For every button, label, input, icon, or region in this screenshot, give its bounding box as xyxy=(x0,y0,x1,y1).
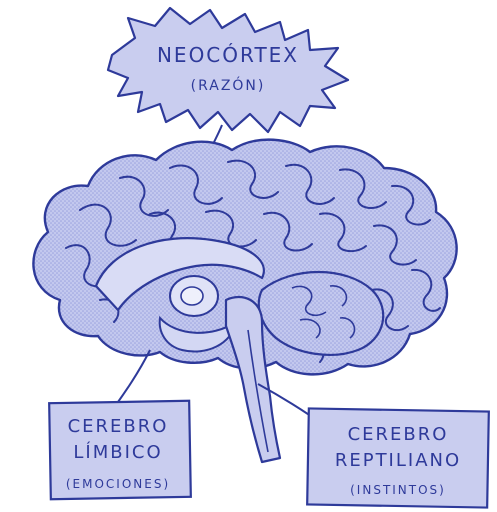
reptilian-line1: CEREBRO xyxy=(348,424,449,445)
neocortex-subtitle: (RAZÓN) xyxy=(191,76,266,94)
limbic-line2: LÍMBICO xyxy=(73,441,162,463)
limbic-callout: CEREBRO LÍMBICO (EMOCIONES) xyxy=(49,401,191,499)
neocortex-callout: NEOCÓRTEX (RAZÓN) xyxy=(108,8,348,132)
limbic-pointer xyxy=(118,350,150,402)
reptilian-callout: CEREBRO REPTILIANO (INSTINTOS) xyxy=(307,408,489,507)
thalamus-inner xyxy=(181,287,203,305)
reptilian-subtitle: (INSTINTOS) xyxy=(350,483,446,497)
reptilian-line2: REPTILIANO xyxy=(335,450,461,471)
neocortex-title: NEOCÓRTEX xyxy=(157,43,299,67)
neocortex-burst-shape xyxy=(108,8,348,132)
limbic-line1: CEREBRO xyxy=(68,416,169,437)
limbic-subtitle: (EMOCIONES) xyxy=(66,477,170,491)
